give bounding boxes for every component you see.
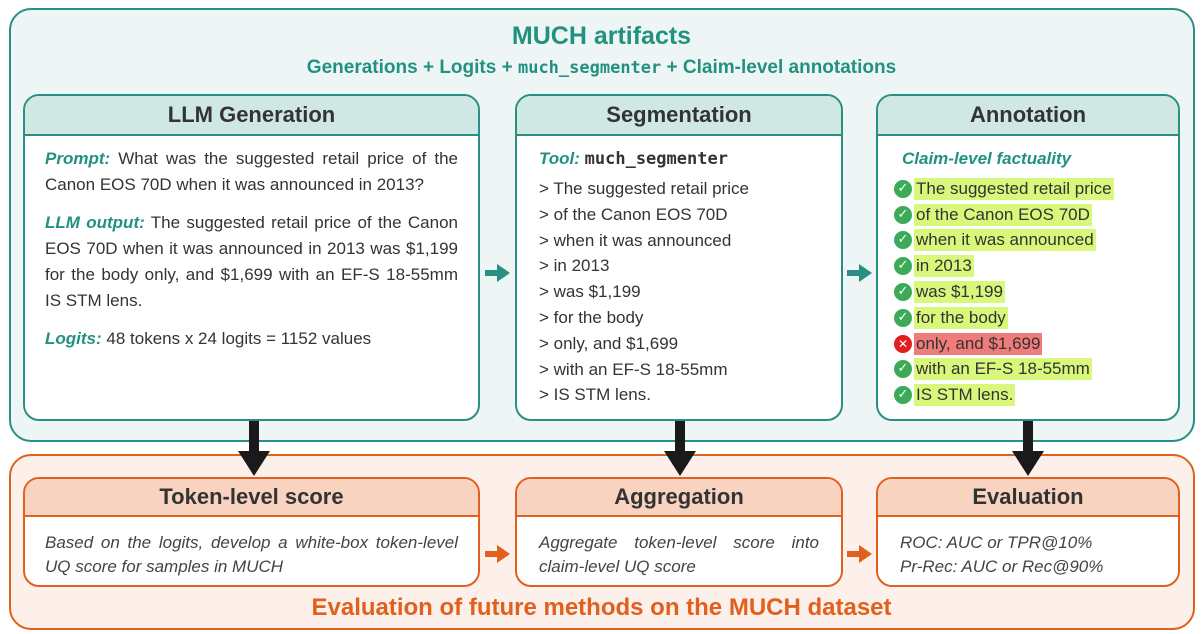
claim-text: was $1,199 <box>914 281 1005 304</box>
claim-text: with an EF-S 18-55mm <box>914 358 1092 381</box>
claim-item: ✓of the Canon EOS 70D <box>894 202 1162 228</box>
check-icon: ✓ <box>894 308 912 327</box>
token-level-score-box: Token-level score Based on the logits, d… <box>23 477 480 587</box>
claim-item: ✓was $1,199 <box>894 279 1162 305</box>
segment-line: > of the Canon EOS 70D <box>539 204 728 224</box>
claim-text: for the body <box>914 306 1008 329</box>
claim-item: ✓IS STM lens. <box>894 382 1162 408</box>
arrow-down-icon <box>238 421 270 476</box>
arrow-down-icon <box>1012 421 1044 476</box>
artifacts-title: MUCH artifacts <box>511 22 692 50</box>
arrow-right-icon <box>485 264 510 282</box>
arrow-right-icon <box>847 545 872 563</box>
claim-text: of the Canon EOS 70D <box>914 203 1092 226</box>
llm-generation-box: LLM Generation Prompt: What was the sugg… <box>23 94 480 421</box>
claim-item: ✕only, and $1,699 <box>894 331 1162 357</box>
annotation-header: Annotation <box>878 96 1178 136</box>
claim-text: when it was announced <box>914 229 1096 252</box>
evaluation-header: Evaluation <box>878 479 1178 517</box>
segment-line: > with an EF-S 18-55mm <box>539 359 728 379</box>
annotation-subtitle: Claim-level factuality <box>902 149 1072 168</box>
token-level-score-text: Based on the logits, develop a white-box… <box>45 533 458 576</box>
cross-icon: ✕ <box>894 334 912 353</box>
logits-paragraph: Logits: 48 tokens x 24 logits = 1152 val… <box>45 329 372 348</box>
llm-output-paragraph: LLM output: The suggested retail price o… <box>45 213 458 310</box>
check-icon: ✓ <box>894 257 912 276</box>
segment-line: > was $1,199 <box>539 282 641 302</box>
aggregation-text: Aggregate token-level score into claim-l… <box>539 533 819 576</box>
segment-line: > when it was announced <box>539 230 732 250</box>
evaluation-panel-title: Evaluation of future methods on the MUCH… <box>311 594 892 621</box>
segment-list: > The suggested retail price > of the Can… <box>539 176 819 408</box>
segmentation-box: Segmentation Tool: much_segmenter > The … <box>515 94 843 421</box>
check-icon: ✓ <box>894 231 912 250</box>
arrow-right-icon <box>485 545 510 563</box>
aggregation-header: Aggregation <box>517 479 841 517</box>
evaluation-line-prrec: Pr-Rec: AUC or Rec@90% <box>900 557 1104 576</box>
check-icon: ✓ <box>894 360 912 379</box>
evaluation-box: Evaluation ROC: AUC or TPR@10% Pr-Rec: A… <box>876 477 1180 587</box>
claim-text: The suggested retail price <box>914 177 1114 200</box>
claim-item: ✓The suggested retail price <box>894 176 1162 202</box>
artifacts-subtitle: Generations + Logits + much_segmenter + … <box>306 57 897 78</box>
evaluation-text: ROC: AUC or TPR@10% Pr-Rec: AUC or Rec@9… <box>878 517 1178 585</box>
aggregation-box: Aggregation Aggregate token-level score … <box>515 477 843 587</box>
claim-text: IS STM lens. <box>914 384 1016 407</box>
claim-item: ✓when it was announced <box>894 228 1162 254</box>
claim-text: only, and $1,699 <box>914 332 1043 355</box>
token-level-score-header: Token-level score <box>25 479 478 517</box>
arrow-right-icon <box>847 264 872 282</box>
segmenter-tool-label: Tool: much_segmenter <box>539 149 728 169</box>
arrow-down-icon <box>664 421 696 476</box>
check-icon: ✓ <box>894 205 912 224</box>
segment-line: > only, and $1,699 <box>539 333 679 353</box>
check-icon: ✓ <box>894 386 912 405</box>
evaluation-line-roc: ROC: AUC or TPR@10% <box>900 533 1093 552</box>
segment-line: > The suggested retail price <box>539 179 749 198</box>
claim-list: ✓The suggested retail price✓of the Canon… <box>894 176 1162 408</box>
claim-item: ✓for the body <box>894 305 1162 331</box>
prompt-paragraph: Prompt: What was the suggested retail pr… <box>45 149 458 194</box>
claim-item: ✓with an EF-S 18-55mm <box>894 357 1162 383</box>
segment-line: > in 2013 <box>539 256 610 276</box>
annotation-box: Annotation Claim-level factuality ✓The s… <box>876 94 1180 421</box>
segment-line: > IS STM lens. <box>539 385 651 405</box>
check-icon: ✓ <box>894 283 912 302</box>
segment-line: > for the body <box>539 307 644 327</box>
claim-item: ✓in 2013 <box>894 253 1162 279</box>
llm-generation-header: LLM Generation <box>25 96 478 136</box>
claim-text: in 2013 <box>914 255 974 278</box>
segmentation-header: Segmentation <box>517 96 841 136</box>
check-icon: ✓ <box>894 179 912 198</box>
